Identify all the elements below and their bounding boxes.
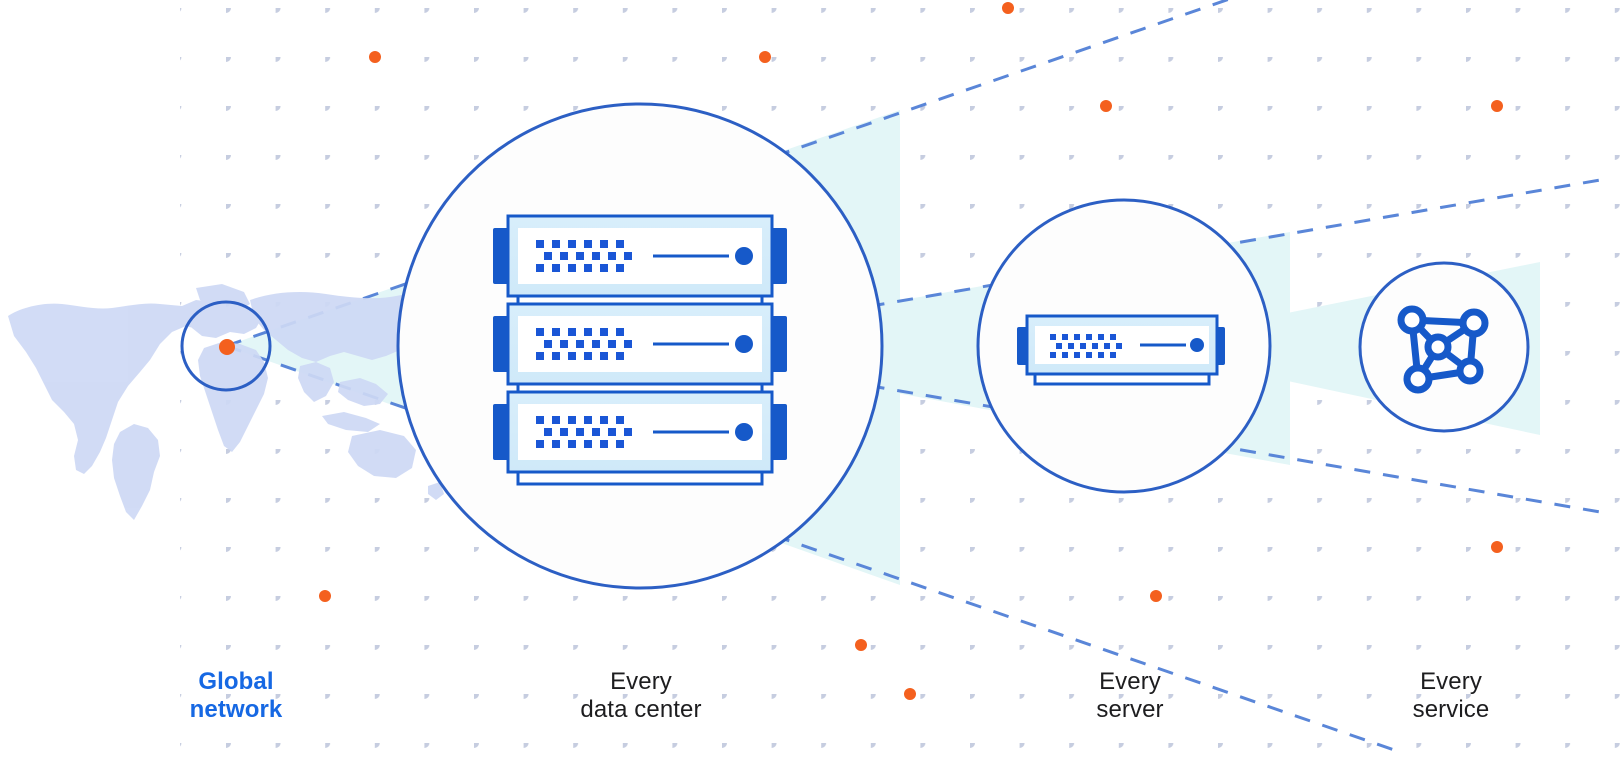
mesh-node-top-left: [1397, 305, 1427, 335]
map-europe: [188, 306, 262, 338]
map-north-america: [8, 298, 240, 474]
server-unit-icon: [1017, 314, 1225, 386]
mesh-node-bottom-left: [1403, 364, 1433, 394]
map-south-america: [112, 424, 160, 520]
server-unit-led-grid: [1050, 334, 1122, 358]
accent-dot: [855, 639, 867, 651]
server-unit-base: [1033, 372, 1211, 386]
rack-unit-2-led-grid: [536, 328, 632, 360]
accent-dot: [1150, 590, 1162, 602]
accent-dot: [1491, 541, 1503, 553]
accent-dot: [369, 51, 381, 63]
rack-unit-3-led-grid: [536, 416, 632, 448]
accent-dot: [319, 590, 331, 602]
accent-dot: [904, 688, 916, 700]
rack-unit-1-led-grid: [536, 240, 632, 272]
accent-dot: [1100, 100, 1112, 112]
rack-unit-3-base: [516, 470, 764, 486]
server-rack-icon: [493, 214, 787, 486]
map-location-marker: [219, 339, 235, 355]
accent-dot: [1491, 100, 1503, 112]
server-unit-status-dot: [1190, 338, 1204, 352]
map-new-zealand: [428, 482, 444, 500]
accent-dots-group: [319, 2, 1503, 700]
accent-dot: [759, 51, 771, 63]
rack-unit-3-status-dot: [735, 423, 753, 441]
map-india: [298, 362, 334, 402]
accent-dot: [1002, 2, 1014, 14]
rack-unit-2-status-dot: [735, 335, 753, 353]
mesh-node-bottom-right: [1456, 357, 1484, 385]
map-australia: [348, 430, 416, 478]
mesh-node-top-right: [1459, 308, 1489, 338]
map-africa: [198, 342, 268, 452]
globe-focus-circle: [180, 300, 272, 392]
map-southeast-asia: [338, 378, 388, 406]
network-mesh-nodes: [1397, 305, 1489, 394]
mesh-node-center: [1424, 333, 1452, 361]
map-indonesia: [322, 412, 380, 432]
rack-unit-1-status-dot: [735, 247, 753, 265]
